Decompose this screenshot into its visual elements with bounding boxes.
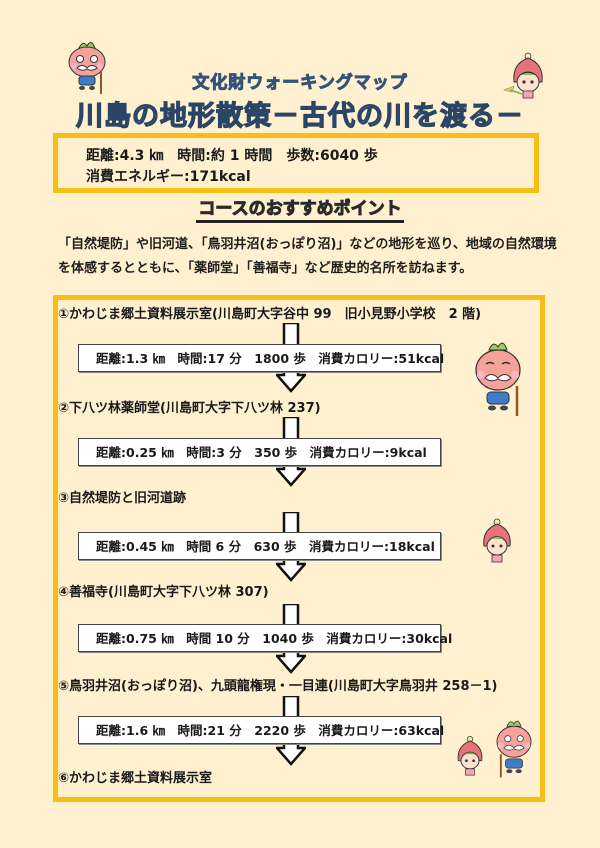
route-stop-1: ①かわじま郷土資料展示室(川島町大字谷中 99 旧小見野小学校 2 階) (58, 307, 482, 322)
girl-mascot-icon (477, 518, 517, 568)
summary-box: 距離:4.3 ㎞ 時間:約 1 時間 歩数:6040 歩 消費エネルギー:171… (53, 133, 539, 193)
route-leg-1: 距離:1.3 ㎞ 時間:17 分 1800 歩 消費カロリー:51kcal (78, 344, 444, 372)
route-stop-6: ⑥かわじま郷土資料展示室 (58, 771, 213, 786)
route-leg-4: 距離:0.75 ㎞ 時間 10 分 1040 歩 消費カロリー:30kcal (78, 624, 452, 652)
summary-energy: 消費エネルギー:171kcal (86, 169, 251, 185)
summary-distance-time-steps: 距離:4.3 ㎞ 時間:約 1 時間 歩数:6040 歩 (86, 148, 378, 164)
girl-mascot-icon (452, 733, 488, 783)
section-heading: コースのおすすめポイント (0, 199, 600, 223)
route-leg-3: 距離:0.45 ㎞ 時間 6 分 630 歩 消費カロリー:18kcal (78, 532, 441, 560)
route-stop-3: ③自然堤防と旧河道跡 (58, 491, 187, 506)
old-man-mascot-icon (57, 38, 117, 96)
route-stop-4: ④善福寺(川島町大字下八ツ林 307) (58, 585, 269, 600)
route-stop-5: ⑤鳥羽井沼(おっぽり沼)、九頭龍権現・一目連(川島町大字鳥羽井 258－1) (58, 679, 498, 694)
route-leg-5: 距離:1.6 ㎞ 時間:21 分 2220 歩 消費カロリー:63kcal (78, 716, 444, 744)
section-heading-text: コースのおすすめポイント (196, 199, 404, 223)
route-stop-2: ②下八ツ林薬師堂(川島町大字下八ツ林 237) (58, 401, 321, 416)
old-man-mascot-icon (490, 714, 538, 782)
page-title: 川島の地形散策－古代の川を渡る－ (75, 100, 524, 132)
map-subtitle: 文化財ウォーキングマップ (192, 73, 408, 94)
route-leg-2: 距離:0.25 ㎞ 時間:3 分 350 歩 消費カロリー:9kcal (78, 438, 441, 466)
old-man-mascot-icon (467, 338, 529, 418)
girl-mascot-icon (500, 50, 550, 105)
intro-paragraph: 「自然堤防」や旧河道、「鳥羽井沼(おっぽり沼)」などの地形を巡り、地域の自然環境… (58, 237, 557, 276)
